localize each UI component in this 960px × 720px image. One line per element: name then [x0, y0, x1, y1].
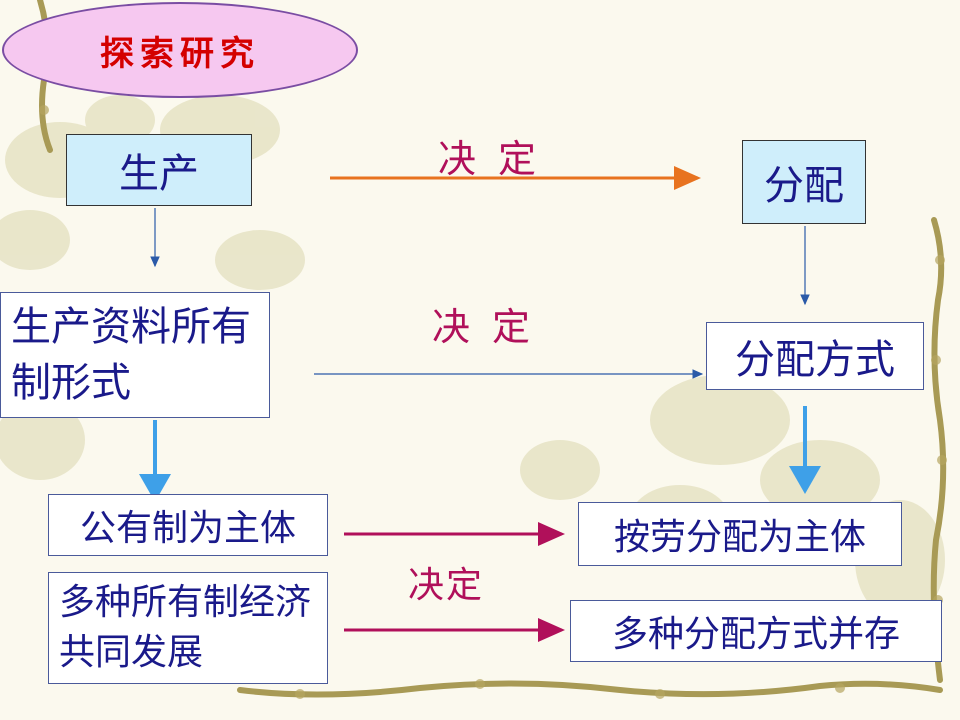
- public-main-box: 公有制为主体: [48, 494, 328, 556]
- page-title: 探索研究: [100, 33, 260, 74]
- decide-label-1: 决定: [438, 137, 559, 181]
- multi-distribution-label: 多种分配方式并存: [611, 614, 900, 655]
- multi-ownership-label: 多种所有制经济共同发展: [59, 582, 312, 673]
- labor-main-box: 按劳分配为主体: [578, 502, 902, 566]
- multi-distribution-box: 多种分配方式并存: [570, 600, 942, 662]
- public-main-label: 公有制为主体: [79, 508, 296, 549]
- distribution-method-box: 分配方式: [706, 322, 924, 390]
- production-label: 生产: [119, 151, 199, 197]
- distribution-method-label: 分配方式: [735, 337, 895, 383]
- distribution-label: 分配: [764, 163, 844, 209]
- ownership-box: 生产资料所有制形式: [0, 292, 270, 418]
- ownership-label: 生产资料所有制形式: [11, 304, 251, 406]
- multi-ownership-box: 多种所有制经济共同发展: [48, 572, 328, 684]
- decide-label-2: 决定: [432, 305, 553, 349]
- labor-main-label: 按劳分配为主体: [613, 517, 866, 558]
- distribution-box: 分配: [742, 140, 866, 224]
- decide-label-3: 决定: [408, 565, 485, 606]
- production-box: 生产: [66, 134, 252, 206]
- title-badge: 探索研究: [2, 2, 358, 98]
